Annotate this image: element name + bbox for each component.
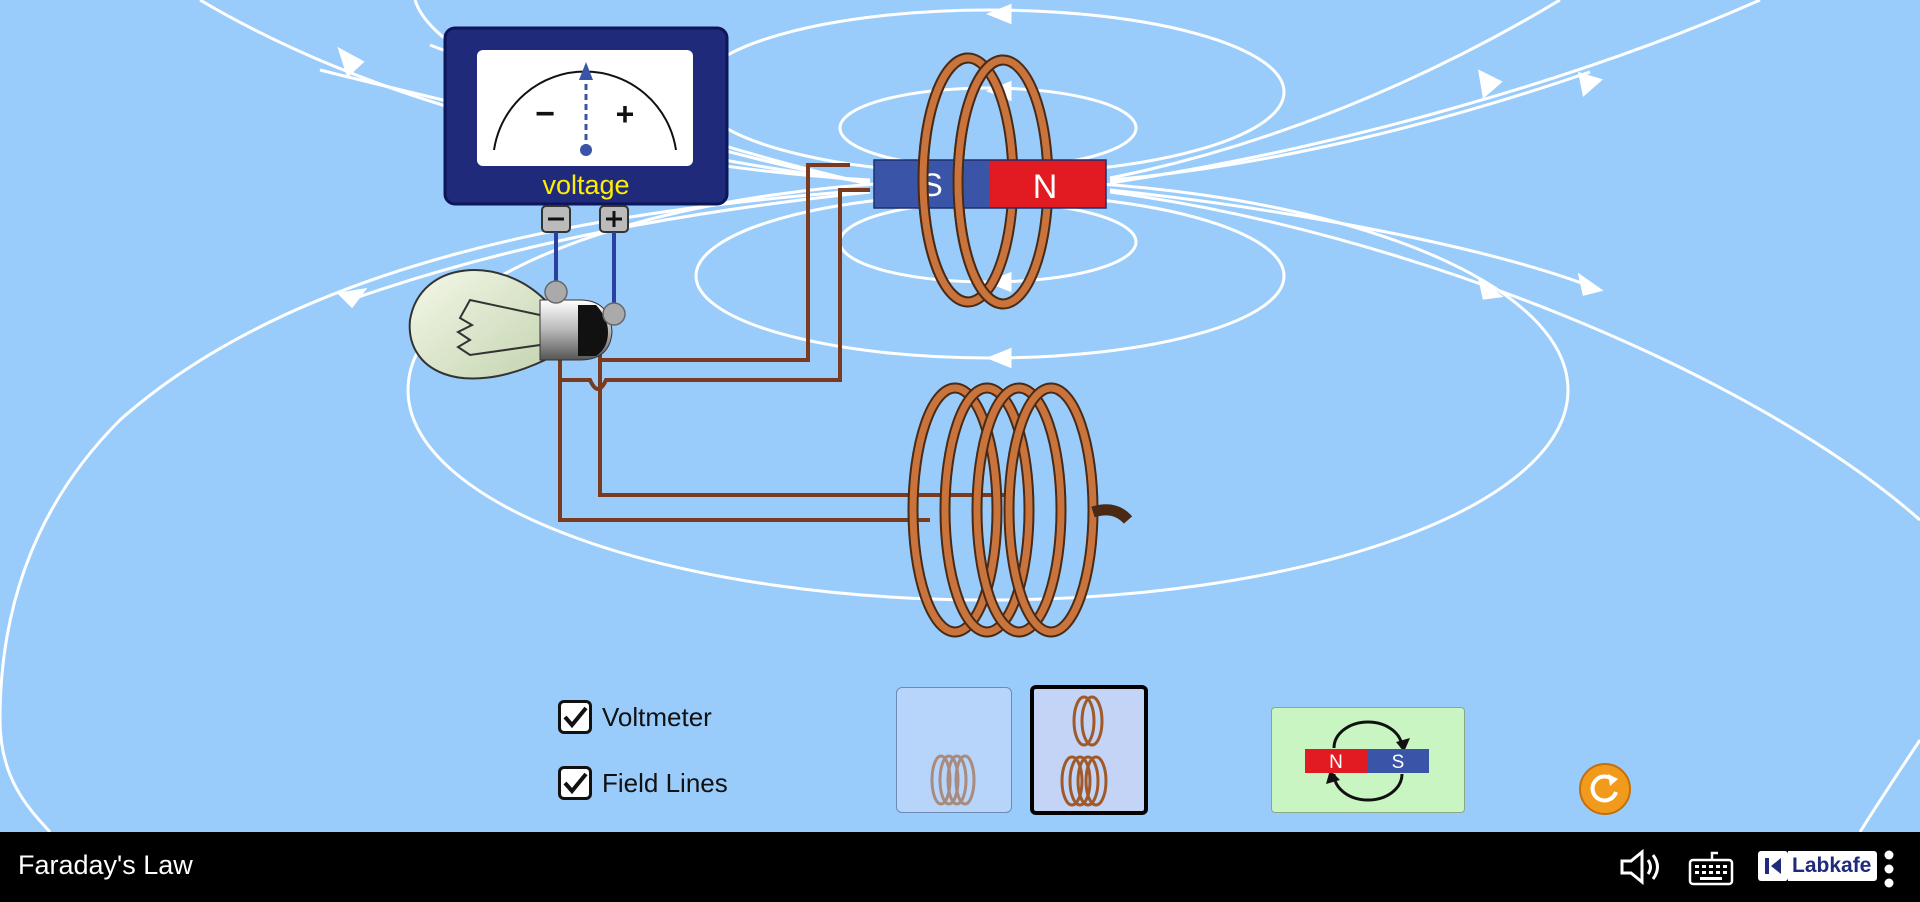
more-options-icon[interactable]	[1882, 850, 1896, 890]
voltmeter-checkbox-box[interactable]	[558, 700, 592, 734]
navigation-bar: Faraday's Law Labkafe	[0, 832, 1920, 902]
voltmeter-checkbox[interactable]: Voltmeter	[558, 700, 712, 734]
sound-icon[interactable]	[1618, 847, 1666, 887]
field-lines-checkbox[interactable]: Field Lines	[558, 766, 728, 800]
single-coil-icon	[930, 754, 976, 806]
voltmeter-checkbox-label: Voltmeter	[602, 701, 712, 732]
flip-magnet-south-label: S	[1392, 752, 1405, 773]
field-lines-checkbox-label: Field Lines	[602, 767, 728, 798]
circuit-wires	[558, 163, 1010, 522]
voltmeter: − + voltage	[443, 26, 729, 310]
flip-magnet-button[interactable]: N S	[1271, 707, 1465, 813]
magnet-north-label: N	[1033, 168, 1058, 206]
labkafe-logo[interactable]: Labkafe	[1758, 850, 1878, 882]
voltmeter-minus-sign: −	[535, 95, 555, 133]
voltmeter-plus-sign: +	[616, 96, 635, 132]
labkafe-logo-mark	[1758, 851, 1788, 881]
checkmark-icon	[563, 706, 588, 729]
voltmeter-label: voltage	[542, 170, 629, 200]
one-coil-button[interactable]	[896, 687, 1012, 813]
labkafe-brand-text: Labkafe	[1788, 851, 1878, 881]
two-coils-button[interactable]	[1030, 685, 1148, 815]
reset-button[interactable]	[1578, 762, 1632, 816]
bar-magnet[interactable]: S N	[873, 159, 1107, 209]
bottom-coil	[907, 382, 1133, 638]
double-coil-icon	[1060, 695, 1108, 807]
light-bulb	[408, 269, 626, 380]
labkafe-mark-icon	[1765, 858, 1781, 874]
flip-magnet-north-label: N	[1329, 752, 1343, 773]
reset-icon	[1579, 763, 1631, 815]
keyboard-icon[interactable]	[1688, 848, 1734, 886]
simulation-area: − + voltage S N	[0, 0, 1920, 832]
checkmark-icon	[563, 772, 588, 795]
app-title: Faraday's Law	[18, 850, 193, 880]
field-lines-checkbox-box[interactable]	[558, 766, 592, 800]
flip-magnet-icon: N S	[1305, 720, 1429, 802]
